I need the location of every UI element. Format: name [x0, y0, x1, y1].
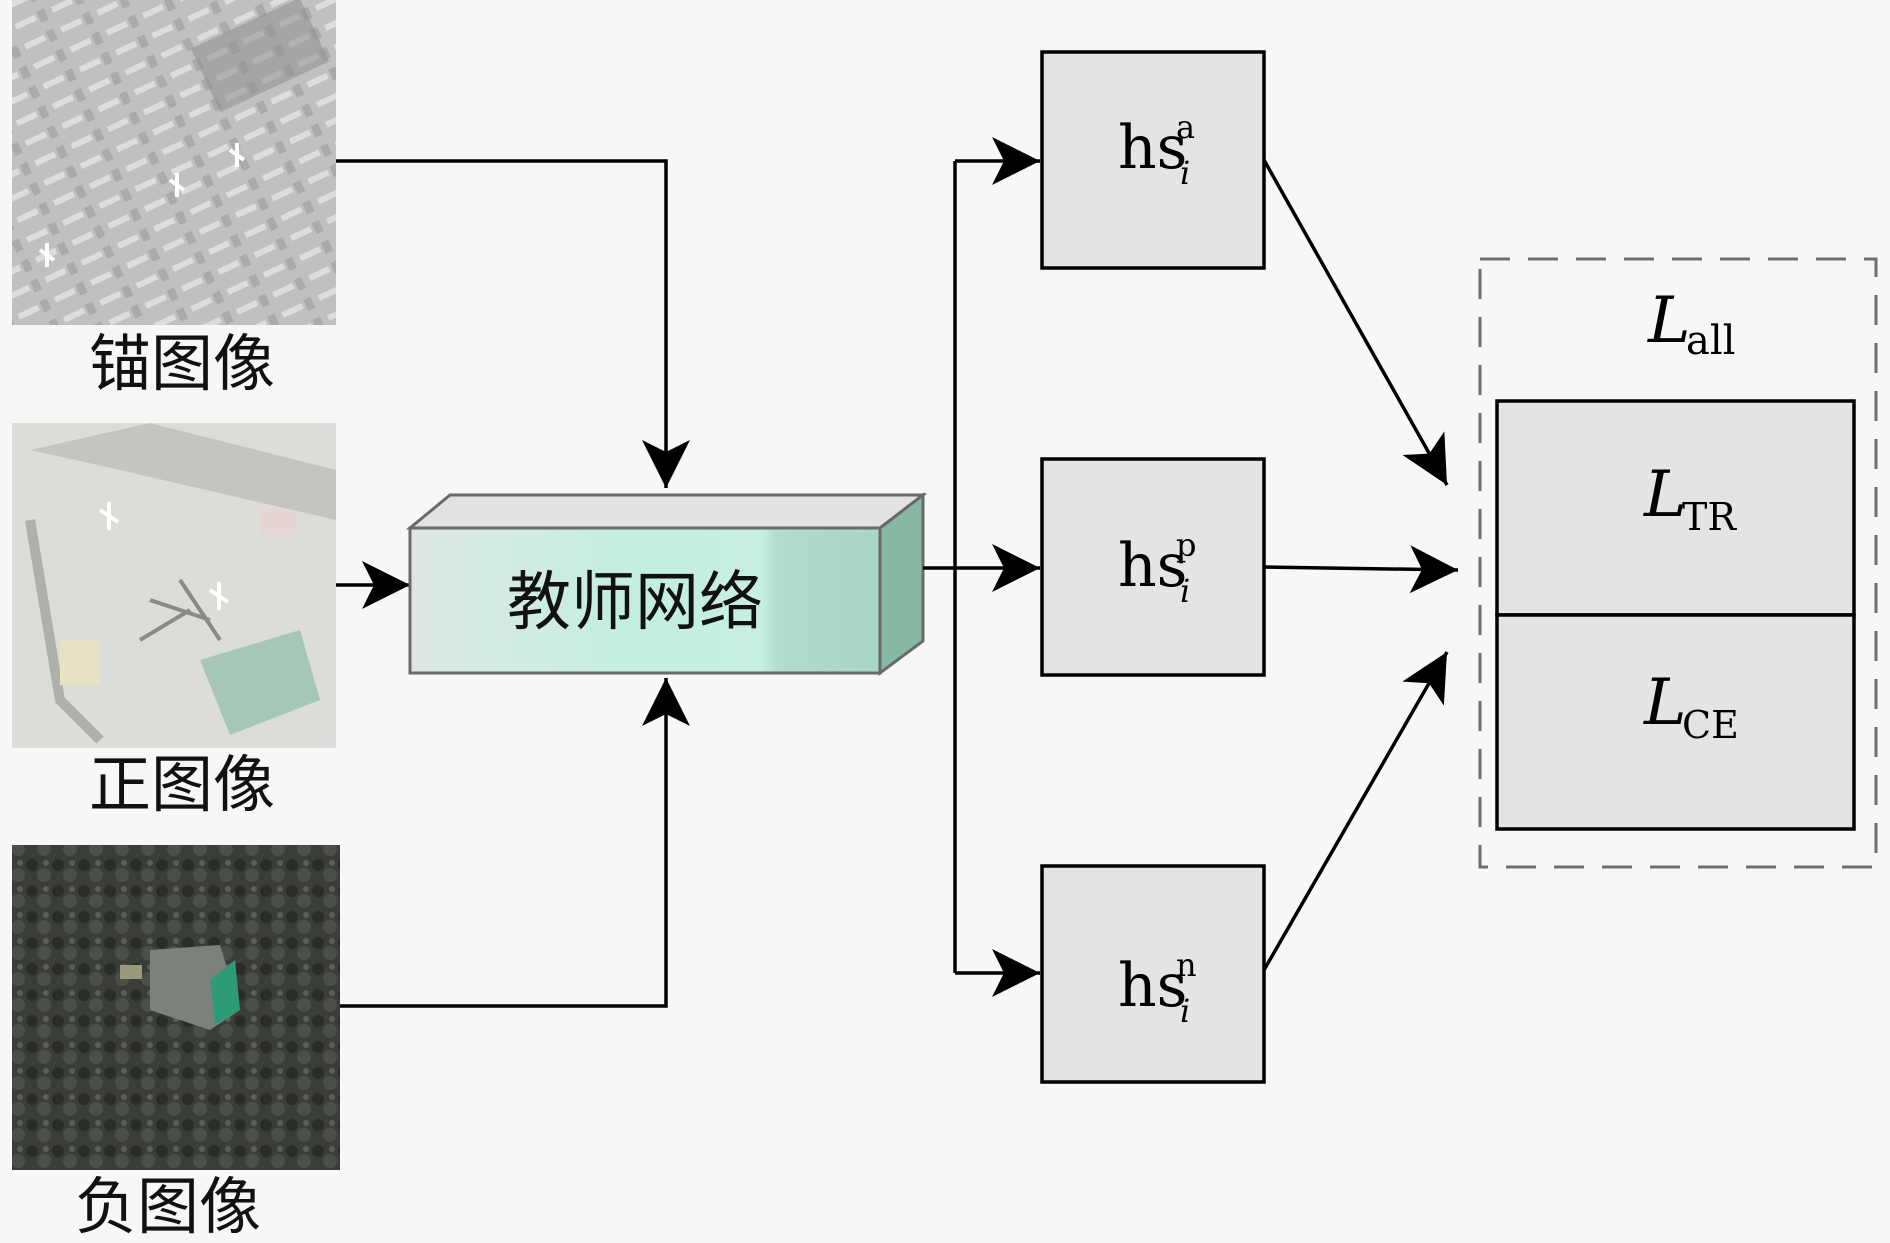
anchor-embedding-sub: i	[1180, 154, 1190, 192]
anchor-embedding-to-loss-arrow	[1262, 159, 1449, 486]
triplet-loss-base: L	[1643, 458, 1687, 532]
negative-embedding-sub: i	[1180, 992, 1190, 1030]
teacher-network-label: 教师网络	[507, 566, 763, 640]
positive-embedding-to-loss-arrow	[1263, 545, 1459, 594]
anchor-image-label: 锚图像	[89, 327, 275, 400]
cross-entropy-loss-box: L CE	[1495, 613, 1856, 831]
teacher-network-block	[405, 491, 928, 676]
negative-embedding-sup: n	[1176, 946, 1197, 984]
svg-text:hs: hs	[1118, 113, 1187, 183]
negative-embedding-to-loss-arrow	[1262, 651, 1449, 971]
svg-text:hs: hs	[1118, 951, 1187, 1021]
negative-image	[12, 845, 340, 1170]
negative-to-network-arrow	[340, 678, 690, 1008]
negative-image-label: 负图像	[75, 1170, 261, 1243]
negative-embedding-box: hs n i	[1040, 864, 1266, 1084]
positive-embedding-base: hs	[1118, 531, 1187, 601]
total-loss-sub: all	[1686, 318, 1735, 364]
total-loss-label: L all	[1647, 284, 1735, 364]
cross-entropy-loss-base: L	[1643, 666, 1687, 740]
triplet-loss-box: L TR	[1495, 399, 1856, 617]
triplet-loss-sub: TR	[1682, 495, 1737, 539]
svg-text:hs: hs	[1118, 531, 1187, 601]
anchor-embedding-box: hs a i	[1040, 50, 1266, 270]
positive-embedding-sub: i	[1180, 572, 1190, 610]
anchor-embedding-base: hs	[1118, 113, 1187, 183]
cross-entropy-loss-sub: CE	[1682, 703, 1739, 747]
positive-image-label: 正图像	[89, 748, 275, 821]
total-loss-base: L	[1647, 284, 1691, 358]
positive-image	[12, 423, 336, 748]
anchor-image	[12, 0, 336, 325]
positive-embedding-box: hs p i	[1040, 457, 1266, 677]
anchor-embedding-sup: a	[1176, 108, 1195, 146]
total-loss-container	[1478, 257, 1878, 869]
anchor-to-network-arrow	[336, 159, 690, 488]
negative-embedding-base: hs	[1118, 951, 1187, 1021]
positive-embedding-sup: p	[1176, 526, 1196, 564]
